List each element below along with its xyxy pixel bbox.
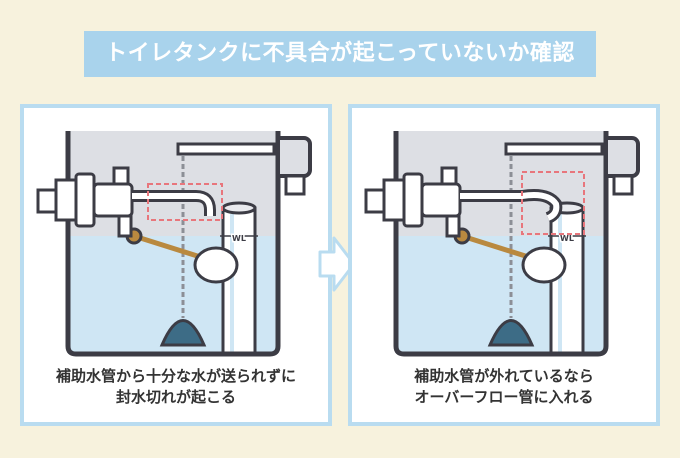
float-ball <box>521 246 567 284</box>
tank-wall <box>65 131 281 357</box>
refill-tube-highlight <box>521 171 585 235</box>
caption-left: 補助水管から十分な水が送られずに 封水切れが起こる <box>24 366 328 408</box>
flush-lever <box>176 142 276 156</box>
flapper-valve <box>487 319 535 347</box>
water-level-label: WL <box>232 234 246 243</box>
caption-left-line1: 補助水管から十分な水が送られずに <box>55 367 296 385</box>
flapper-valve <box>159 319 207 347</box>
inlet-connector <box>36 188 58 214</box>
inlet-connector <box>364 188 386 214</box>
tank-diagram-right: WL <box>364 131 640 357</box>
float-ball <box>193 246 239 284</box>
caption-left-line2: 封水切れが起こる <box>115 388 236 406</box>
panel-insufficient-water: WL 補助水管から十分な水が送られずに 封水切れが起こる <box>20 104 332 426</box>
panel-detached-tube: WL 補助水管が外れているなら オーバーフロー管に入れる <box>348 104 660 426</box>
overflow-pipe <box>549 206 585 356</box>
ball-tap-body <box>420 182 462 218</box>
lever-handle <box>604 136 640 178</box>
lever-handle <box>276 136 312 178</box>
right-arrow-icon <box>318 236 356 292</box>
refill-tube-highlight <box>147 183 223 221</box>
water-level-label: WL <box>560 234 574 243</box>
tank-wall <box>393 131 609 357</box>
page-title: トイレタンクに不具合が起こっていないか確認 <box>84 31 596 77</box>
flush-lever <box>504 142 604 156</box>
overflow-pipe <box>221 206 257 356</box>
caption-right-line2: オーバーフロー管に入れる <box>414 388 594 406</box>
ball-tap-body <box>92 182 134 218</box>
tank-diagram-left: WL <box>36 131 312 357</box>
caption-right: 補助水管が外れているなら オーバーフロー管に入れる <box>352 366 656 408</box>
caption-right-line1: 補助水管が外れているなら <box>414 367 594 385</box>
